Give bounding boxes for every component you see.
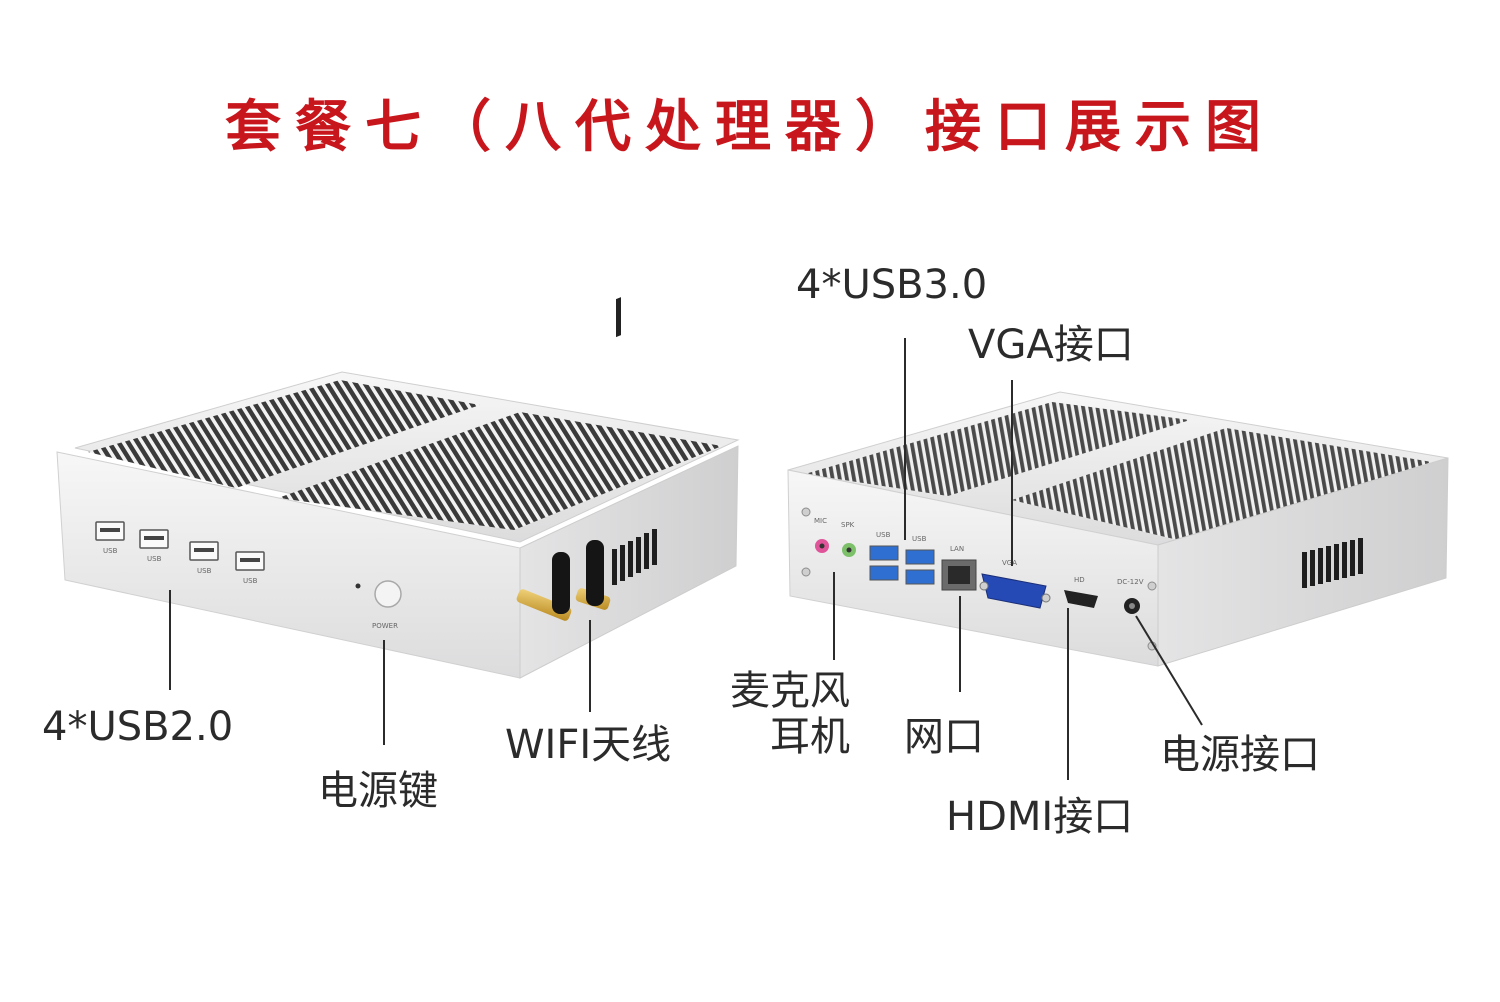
usb3-ports: USB USB: [869, 531, 935, 585]
hdmi-port-icon: [1064, 590, 1098, 608]
usb-mark: USB: [876, 531, 891, 539]
leader-lines: [169, 338, 1203, 780]
power-button-icon: [374, 580, 402, 608]
vga-mark: VGA: [1002, 559, 1017, 567]
label-power-port: 电源接口: [1160, 732, 1320, 778]
spk-mark: SPK: [841, 521, 855, 529]
label-mic-line1: 麦克风: [730, 668, 850, 714]
usb-mark: USB: [147, 555, 162, 563]
mini-pc-front: USB USB USB USB POWER: [56, 297, 740, 679]
usb2-ports: USB USB USB USB: [95, 521, 265, 585]
label-wifi: WIFI天线: [505, 722, 672, 768]
wifi-antennas: [516, 540, 611, 621]
hdmi-mark: HD: [1074, 576, 1085, 584]
power-mark: POWER: [372, 622, 398, 630]
usb-mark: USB: [243, 577, 258, 585]
power-led: [355, 583, 361, 589]
label-mic: 麦克风 耳机: [720, 668, 860, 760]
lan-mark: LAN: [950, 545, 964, 553]
label-lan: 网口: [904, 714, 984, 760]
label-usb2: 4*USB2.0: [42, 704, 234, 750]
label-power-button: 电源键: [318, 768, 438, 814]
label-vga: VGA接口: [968, 322, 1134, 368]
usb-mark: USB: [197, 567, 212, 575]
label-hdmi: HDMI接口: [946, 794, 1134, 840]
usb-mark: USB: [103, 547, 118, 555]
mini-pc-rear: MIC SPK USB USB LAN VGA HD DC-12V: [787, 391, 1449, 667]
label-mic-line2: 耳机: [770, 714, 850, 760]
mic-mark: MIC: [814, 517, 827, 525]
page-title: 套餐七（八代处理器）接口展示图: [225, 95, 1275, 160]
dc-mark: DC-12V: [1117, 578, 1144, 586]
side-vent: [616, 297, 621, 338]
label-usb3: 4*USB3.0: [796, 262, 988, 308]
usb-mark: USB: [912, 535, 927, 543]
